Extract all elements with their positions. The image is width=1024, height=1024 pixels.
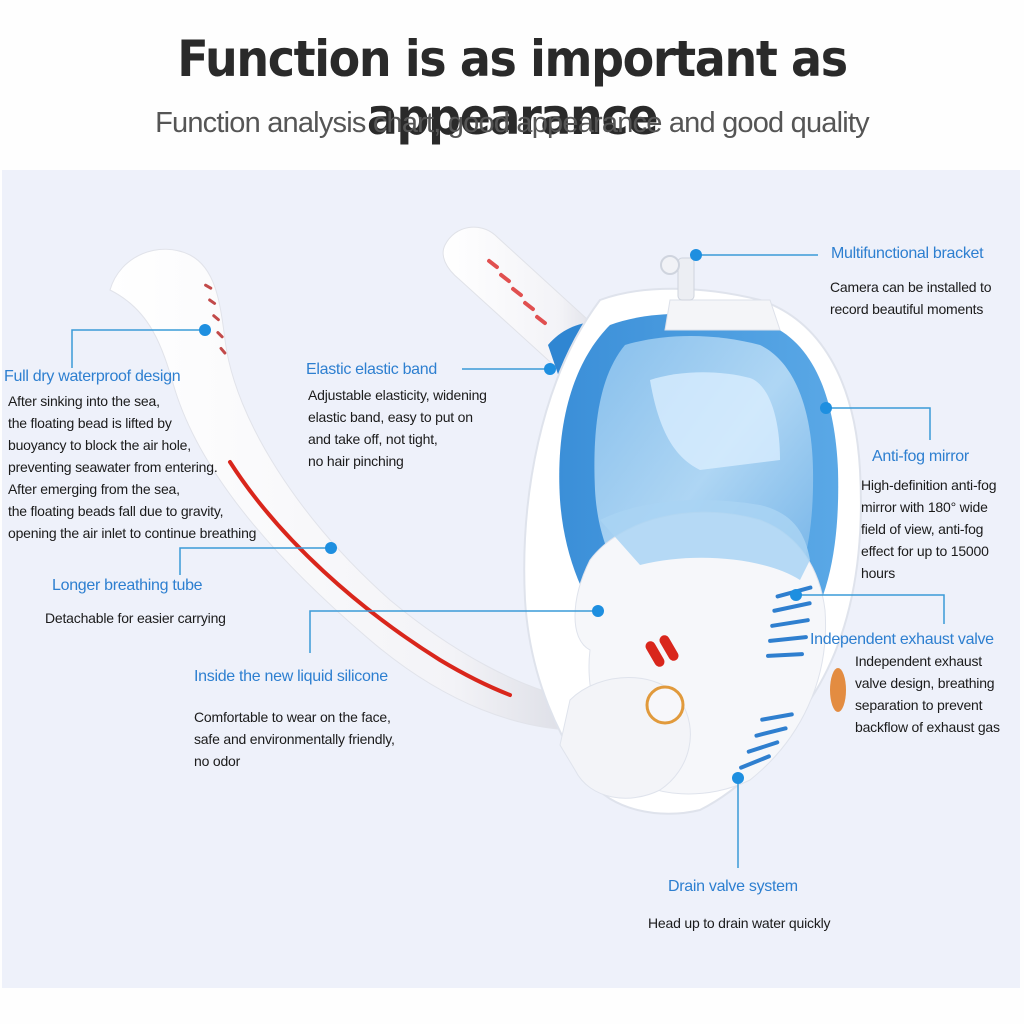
leader-lines (71, 254, 945, 868)
callout-desc-full-dry: After sinking into the sea, the floating… (8, 390, 256, 544)
leader-antifog (826, 407, 931, 440)
desc-line: separation to prevent (855, 697, 983, 713)
leader-dots (199, 249, 832, 784)
page-subtitle: Function analysis chart, good appearance… (155, 107, 870, 139)
mask-body (523, 255, 862, 815)
camera-mount (660, 255, 695, 301)
leader-full-dry (71, 329, 205, 368)
desc-line: mirror with 180° wide (861, 499, 988, 515)
desc-line: Comfortable to wear on the face, (194, 709, 391, 725)
callout-title-full-dry: Full dry waterproof design (4, 368, 181, 385)
callout-title-anti-fog: Anti-fog mirror (872, 448, 969, 465)
desc-line: record beautiful moments (830, 301, 984, 317)
top-tube-vents (487, 258, 547, 326)
desc-line: After sinking into the sea, (8, 393, 160, 409)
desc-line: safe and environmentally friendly, (194, 731, 395, 747)
desc-line: Detachable for easier carrying (45, 610, 226, 626)
callout-desc-bracket: Camera can be installed to record beauti… (830, 276, 992, 320)
left-valve (645, 685, 685, 725)
callout-desc-drain-valve: Head up to drain water quickly (648, 912, 831, 934)
callout-title-bracket: Multifunctional bracket (831, 245, 984, 262)
leader-exhaust (796, 594, 945, 624)
desc-line: the floating bead is lifted by (8, 415, 172, 431)
callout-title-silicone: Inside the new liquid silicone (194, 668, 388, 685)
exhaust-slots (739, 585, 813, 770)
dot-elastic (544, 363, 556, 375)
callout-title-drain-valve: Drain valve system (668, 878, 798, 895)
callout-desc-silicone: Comfortable to wear on the face, safe an… (194, 706, 395, 772)
callout-title-breathing-tube: Longer breathing tube (52, 577, 203, 594)
desc-line: hours (861, 565, 896, 581)
desc-line: backflow of exhaust gas (855, 719, 1000, 735)
dot-tube (325, 542, 337, 554)
callout-title-exhaust-valve: Independent exhaust valve (810, 631, 994, 648)
dot-drain (732, 772, 744, 784)
desc-line: After emerging from the sea, (8, 481, 180, 497)
desc-line: buoyancy to block the air hole, (8, 437, 191, 453)
desc-line: no odor (194, 753, 241, 769)
intake-vents-red (645, 635, 679, 667)
leader-silicone (309, 610, 598, 653)
desc-line: preventing seawater from entering. (8, 459, 218, 475)
dot-silicone (592, 605, 604, 617)
desc-line: valve design, breathing (855, 675, 995, 691)
callout-title-elastic-band: Elastic elastic band (306, 361, 437, 378)
desc-line: Independent exhaust (855, 653, 982, 669)
page-title: Function is as important as appearance (177, 30, 848, 146)
desc-line: Camera can be installed to (830, 279, 992, 295)
top-bracket-base (664, 299, 781, 331)
desc-line: field of view, anti-fog (861, 521, 984, 537)
desc-line: elastic band, easy to put on (308, 409, 473, 425)
dot-antifog (820, 402, 832, 414)
desc-line: effect for up to 15000 (861, 543, 989, 559)
desc-line: the floating beads fall due to gravity, (8, 503, 224, 519)
callout-desc-breathing-tube: Detachable for easier carrying (45, 607, 226, 629)
desc-line: no hair pinching (308, 453, 404, 469)
callout-desc-anti-fog: High-definition anti-fog mirror with 180… (861, 474, 996, 584)
desc-line: High-definition anti-fog (861, 477, 997, 493)
right-exhaust-valve (830, 668, 846, 712)
tube-red-stripe (228, 460, 512, 697)
tube-vents (204, 283, 227, 355)
callout-desc-elastic-band: Adjustable elasticity, widening elastic … (308, 384, 487, 472)
leader-tube (179, 547, 331, 575)
desc-line: Adjustable elasticity, widening (308, 387, 487, 403)
desc-line: Head up to drain water quickly (648, 915, 831, 931)
desc-line: and take off, not tight, (308, 431, 438, 447)
dot-exhaust (790, 589, 802, 601)
dot-full-dry (199, 324, 211, 336)
dot-bracket (690, 249, 702, 261)
desc-line: opening the air inlet to continue breath… (8, 525, 257, 541)
callout-desc-exhaust-valve: Independent exhaust valve design, breath… (855, 650, 1000, 738)
